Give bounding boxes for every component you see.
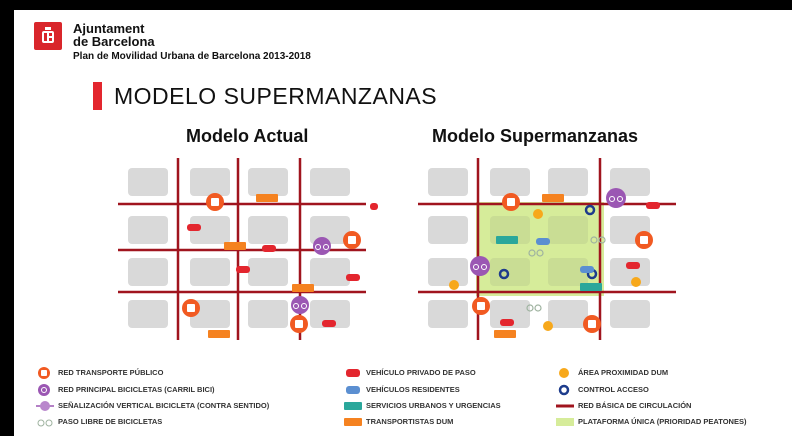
legend-label: PLATAFORMA ÚNICA (PRIORIDAD PEATONES)	[578, 417, 747, 426]
resident-car-icon	[346, 386, 360, 394]
superblock-model-diagram	[418, 158, 676, 340]
resident-car-icon	[536, 238, 594, 273]
legend-label: RED PRINCIPAL BICICLETAS (CARRIL BICI)	[58, 385, 215, 394]
private-car-icon	[187, 203, 378, 327]
bus-stop-icon	[38, 367, 50, 379]
city-blocks	[428, 168, 650, 328]
dum-truck-icon	[208, 194, 314, 338]
bike-signal-icon	[36, 401, 54, 411]
dum-area-icon	[559, 368, 569, 378]
organization-name: Ajuntament de Barcelona	[73, 22, 155, 48]
bike-lane-icon	[38, 384, 50, 396]
bike-signal-icon	[291, 237, 331, 314]
title-accent-bar	[93, 82, 102, 110]
org-line-1: Ajuntament	[73, 21, 145, 36]
service-truck-icon	[344, 402, 362, 410]
private-car-icon	[346, 369, 360, 377]
barcelona-logo-icon	[34, 22, 62, 50]
right-model-title: Modelo Supermanzanas	[432, 126, 639, 146]
legend-label: TRANSPORTISTAS DUM	[366, 417, 454, 426]
slide: Ajuntament de Barcelona Plan de Movilida…	[14, 10, 792, 436]
bike-lane-icon	[470, 188, 626, 276]
basic-network-icon	[556, 404, 574, 408]
org-line-2: de Barcelona	[73, 34, 155, 49]
legend-label: CONTROL ACCESO	[578, 385, 649, 394]
basic-network-streets	[418, 158, 676, 340]
bike-free-icon	[37, 419, 53, 427]
service-truck-icon	[496, 236, 602, 291]
private-car-icon	[500, 202, 660, 326]
legend-label: SERVICIOS URBANOS Y URGENCIAS	[366, 401, 501, 410]
legend-label: SEÑALIZACIÓN VERTICAL BICICLETA (CONTRA …	[58, 401, 270, 410]
current-model-diagram	[118, 158, 378, 340]
city-blocks	[128, 168, 350, 328]
legend-label: VEHÍCULOS RESIDENTES	[366, 385, 460, 394]
inner-blocks	[490, 216, 588, 286]
legend-label: VEHÍCULO PRIVADO DE PASO	[366, 368, 476, 377]
bus-stop-icon	[182, 193, 361, 333]
dum-truck-icon	[494, 194, 564, 338]
left-model-title: Modelo Actual	[186, 126, 309, 146]
bus-stop-icon	[472, 193, 653, 333]
legend-label: RED BÁSICA DE CIRCULACIÓN	[578, 401, 692, 410]
bike-free-icon	[526, 236, 606, 312]
slide-title: MODELO SUPERMANZANAS	[114, 83, 438, 109]
legend-label: RED TRANSPORTE PÚBLICO	[58, 368, 164, 377]
legend-label: PASO LIBRE DE BICICLETAS	[58, 417, 163, 426]
dum-area-icon	[449, 209, 641, 331]
legend-label: ÁREA PROXIMIDAD DUM	[578, 368, 669, 377]
dum-truck-icon	[344, 418, 362, 426]
platform-icon	[556, 418, 574, 426]
plan-title: Plan de Movilidad Urbana de Barcelona 20…	[73, 51, 311, 62]
access-control-icon	[558, 384, 570, 396]
